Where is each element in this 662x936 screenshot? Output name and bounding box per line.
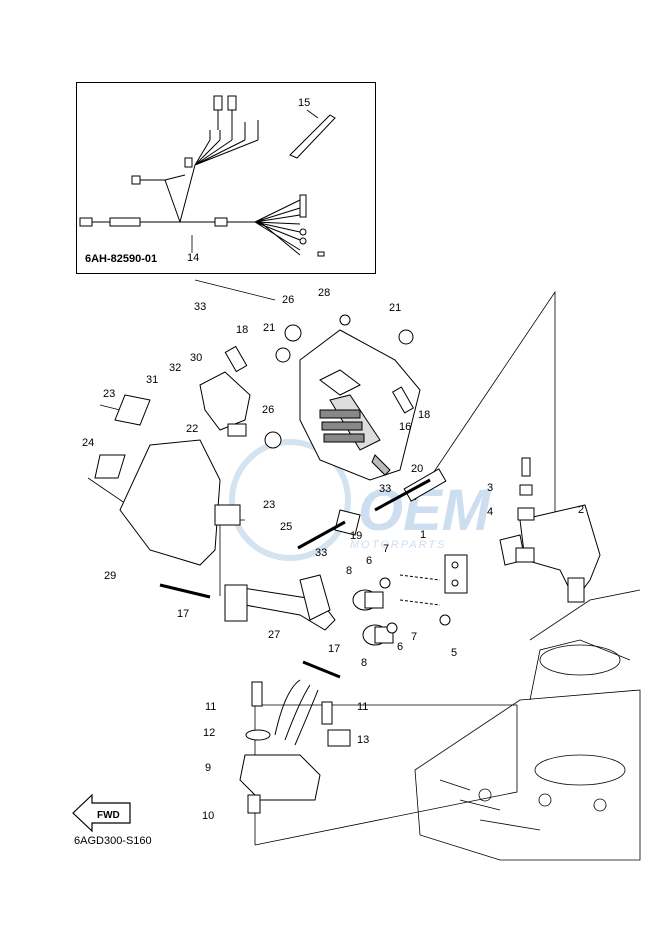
callout-27: 27	[268, 629, 280, 641]
bracket-2-part	[499, 504, 601, 603]
callout-6-bottom: 6	[397, 641, 403, 653]
callout-17-left: 17	[177, 608, 189, 620]
regulator-part	[239, 679, 351, 814]
callout-28: 28	[318, 287, 330, 299]
rectifier-part	[199, 371, 251, 437]
callout-10: 10	[202, 810, 214, 822]
callout-30: 30	[190, 352, 202, 364]
callout-20: 20	[411, 463, 423, 475]
callout-8-bottom: 8	[361, 657, 367, 669]
fwd-arrow-icon: FWD	[72, 793, 131, 833]
callout-17-right: 17	[328, 643, 340, 655]
callout-22: 22	[186, 423, 198, 435]
callout-21-right: 21	[389, 302, 401, 314]
callout-18-right: 18	[418, 409, 430, 421]
engine-block-outline	[414, 589, 641, 861]
callout-2: 2	[578, 504, 584, 516]
callout-5: 5	[451, 647, 457, 659]
fwd-label: FWD	[97, 810, 120, 821]
harness-part	[159, 574, 341, 679]
callout-1: 1	[420, 529, 426, 541]
wire-harness-part	[79, 95, 325, 257]
callout-31: 31	[146, 374, 158, 386]
callout-26-top: 26	[282, 294, 294, 306]
callout-23-mid: 23	[263, 499, 275, 511]
figure-code: 6AGD300-S160	[74, 835, 152, 847]
callout-32: 32	[169, 362, 181, 374]
callout-6-top: 6	[366, 555, 372, 567]
callout-13: 13	[357, 734, 369, 746]
callout-9: 9	[205, 762, 211, 774]
callout-24: 24	[82, 437, 94, 449]
bolt-washer-parts	[297, 468, 451, 646]
callout-labels: 14 15 33 26 28 21 18 21 30 32 31 23 18 2…	[82, 97, 584, 822]
callout-19: 19	[350, 530, 362, 542]
callout-33-bottom: 33	[315, 547, 327, 559]
callout-16: 16	[399, 421, 411, 433]
callout-25: 25	[280, 521, 292, 533]
callout-12: 12	[203, 727, 215, 739]
cable-tie-part	[289, 114, 336, 159]
callout-3: 3	[487, 482, 493, 494]
callout-4: 4	[487, 506, 493, 518]
callout-14: 14	[187, 252, 199, 264]
wire-harness-inset: 6AH-82590-01	[76, 82, 376, 274]
callout-15: 15	[298, 97, 310, 109]
terminal-block-part	[444, 554, 468, 594]
cover-part	[94, 394, 241, 566]
callout-33-mid: 33	[379, 483, 391, 495]
callout-21-left: 21	[263, 322, 275, 334]
callout-23-left: 23	[103, 388, 115, 400]
watermark-sub-text: MOTORPARTS	[350, 539, 446, 551]
callout-29: 29	[104, 570, 116, 582]
inset-part-code: 6AH-82590-01	[85, 253, 158, 265]
callout-18-left: 18	[236, 324, 248, 336]
electrical-bracket-part	[224, 314, 421, 481]
callout-7-bottom: 7	[411, 631, 417, 643]
callout-33-top: 33	[194, 301, 206, 313]
callout-26-mid: 26	[262, 404, 274, 416]
callout-7-top: 7	[383, 543, 389, 555]
callout-8-top: 8	[346, 565, 352, 577]
callout-11-right: 11	[357, 701, 368, 713]
callout-11-left: 11	[205, 701, 216, 713]
collar-grommet-parts	[515, 457, 535, 563]
